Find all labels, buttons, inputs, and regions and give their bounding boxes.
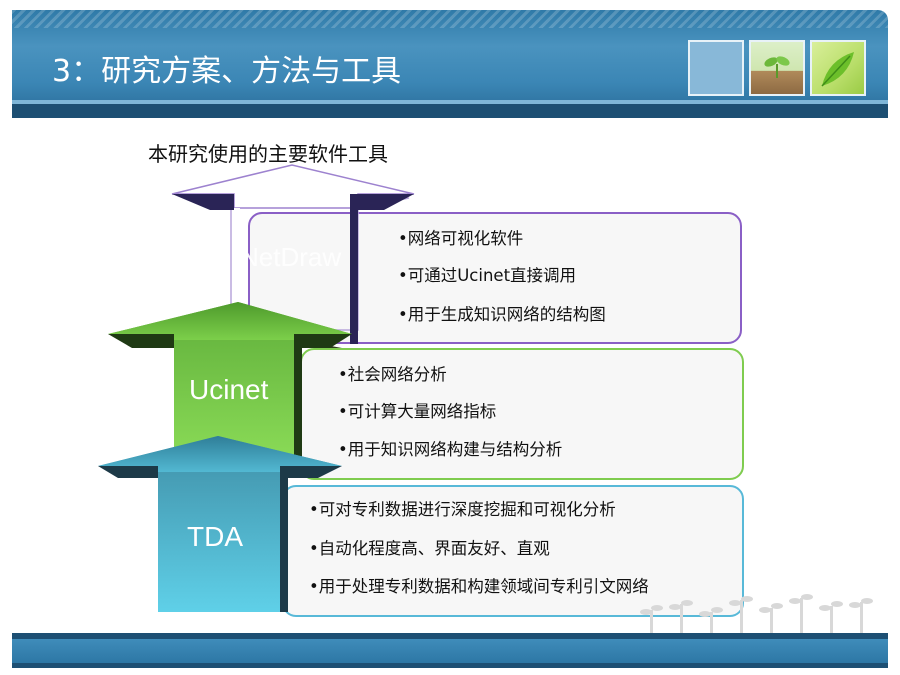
tda-bullet-3: •用于处理专利数据和构建领域间专利引文网络 [309,577,649,596]
footer-banner [12,639,888,663]
netdraw-arrow [171,164,415,344]
netdraw-bullet-3: •用于生成知识网络的结构图 [398,305,606,324]
sprout-icon [764,56,790,78]
netdraw-bullet-2: •可通过Ucinet直接调用 [398,266,577,285]
tools-subtitle: 本研究使用的主要软件工具 [148,142,388,166]
banner-highlight [12,100,888,105]
tda-label: TDA [187,521,243,552]
ucinet-bullet-3: •用于知识网络构建与结构分析 [338,440,563,459]
ucinet-label: Ucinet [189,374,269,405]
leaf-icon [821,52,854,87]
banner-bottom-bar [12,104,888,118]
ucinet-description-box [300,348,744,480]
netdraw-bullet-1: •网络可视化软件 [398,229,524,248]
leaf-thumbnail [810,40,866,96]
tda-bullet-1: •可对专利数据进行深度挖掘和可视化分析 [309,500,616,519]
netdraw-label: NetDraw [240,242,342,272]
footer-bottom-bar [12,663,888,668]
tda-arrow [98,436,342,612]
ucinet-bullet-1: •社会网络分析 [338,365,447,384]
slide-title: 3：研究方案、方法与工具 [52,54,402,89]
tda-bullet-2: •自动化程度高、界面友好、直观 [309,539,550,558]
footer-top-bar [12,633,888,639]
tda-description-box [282,485,744,617]
plant-silhouette-decoration [640,594,873,638]
netdraw-description-box [248,212,742,344]
sprout-thumbnail [749,40,805,96]
banner-stripes [12,10,888,28]
blank-thumbnail [688,40,744,96]
ucinet-bullet-2: •可计算大量网络指标 [338,402,497,421]
